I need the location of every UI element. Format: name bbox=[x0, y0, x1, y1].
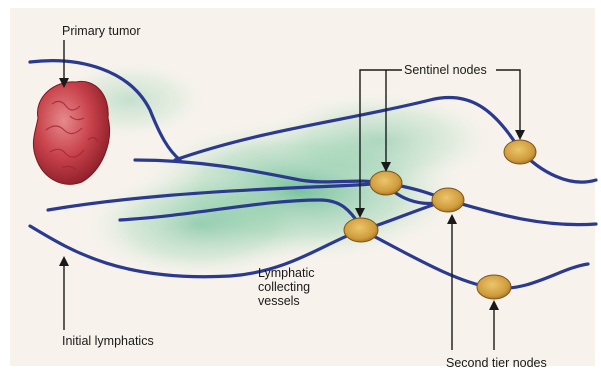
second-tier-node bbox=[477, 275, 511, 299]
sentinel-node-right bbox=[504, 140, 536, 164]
sentinel-node-top bbox=[370, 171, 402, 195]
lymphatic-vessels-label-line-2: collecting bbox=[258, 280, 338, 294]
lymphatic-vessels-label-line-1: Lymphatic bbox=[258, 266, 338, 280]
primary-tumor-label: Primary tumor bbox=[62, 24, 140, 38]
lymphatic-vessels-label-line-3: vessels bbox=[258, 294, 338, 308]
sentinel-node-middle bbox=[432, 188, 464, 212]
sentinel-nodes-label: Sentinel nodes bbox=[404, 63, 487, 77]
second-tier-nodes-label: Second tier nodes bbox=[446, 356, 547, 370]
lymphatic-vessels-label: Lymphatic collecting vessels bbox=[258, 266, 338, 308]
initial-lymphatics-label: Initial lymphatics bbox=[62, 334, 154, 348]
sentinel-node-lower bbox=[344, 218, 378, 242]
